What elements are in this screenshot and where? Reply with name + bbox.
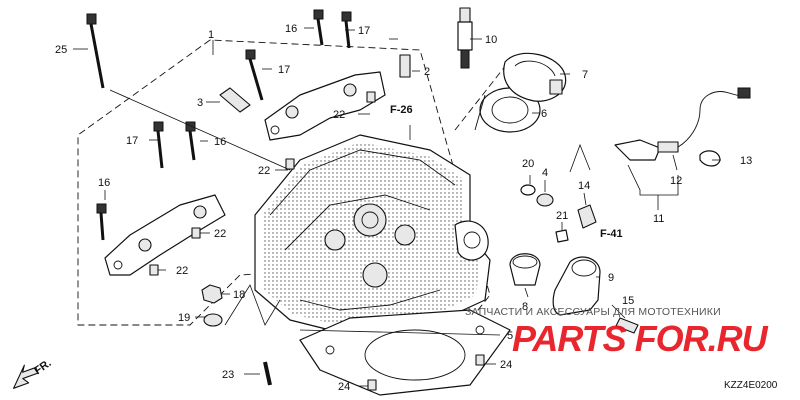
thermostat — [509, 253, 541, 286]
callout-12: 12 — [670, 175, 682, 187]
bolt-25 — [86, 13, 105, 89]
bolt-16-left — [185, 121, 196, 161]
callout-4: 4 — [542, 167, 548, 179]
callout-1: 1 — [208, 29, 214, 41]
callout-22-c: 22 — [214, 228, 226, 240]
washer-20 — [520, 184, 536, 196]
front-arrow: FR. — [13, 357, 54, 389]
ref-f26: F-26 — [390, 104, 413, 116]
callout-3: 3 — [197, 97, 203, 109]
callout-9: 9 — [608, 272, 614, 284]
nut-18 — [201, 284, 223, 304]
temp-sensor — [614, 87, 751, 167]
leader-lines — [73, 27, 721, 387]
callout-17-mid: 17 — [278, 64, 290, 76]
water-joint — [552, 256, 601, 316]
callout-10: 10 — [485, 34, 497, 46]
clamp-band — [503, 52, 567, 102]
callout-8: 8 — [522, 301, 528, 313]
callout-21: 21 — [556, 210, 568, 222]
ref-f41: F-41 — [600, 228, 623, 240]
callout-16-left: 16 — [214, 136, 226, 148]
callout-20: 20 — [522, 158, 534, 170]
callout-6: 6 — [541, 108, 547, 120]
callout-22-d: 22 — [176, 265, 188, 277]
callout-17-left: 17 — [126, 135, 138, 147]
spark-plug — [457, 7, 473, 69]
part-3-lifter — [219, 87, 251, 113]
callout-7: 7 — [582, 69, 588, 81]
camshaft-holder-upper — [264, 71, 386, 141]
bolt-17-left — [153, 121, 164, 169]
bolt-17-top — [341, 11, 352, 49]
callout-22-a: 22 — [333, 109, 345, 121]
callout-15: 15 — [622, 295, 634, 307]
bolt-16-top — [313, 9, 324, 46]
bolt-17-mid — [245, 49, 264, 101]
bolt-15 — [615, 317, 639, 334]
cylinder-head — [254, 134, 491, 336]
outline-segment-2 — [454, 59, 511, 131]
bolt-16-lower — [96, 203, 107, 241]
callout-13: 13 — [740, 155, 752, 167]
diagram-code: KZZ4E0200 — [724, 380, 778, 391]
callout-19: 19 — [178, 312, 190, 324]
watermark-caption: ЗАПЧАСТИ И АКСЕССУАРЫ ДЛЯ МОТОТЕХНИКИ — [465, 306, 721, 318]
callout-17-top: 17 — [358, 25, 370, 37]
callout-16-lower: 16 — [98, 177, 110, 189]
callout-25: 25 — [55, 44, 67, 56]
dowel-pins — [149, 91, 485, 391]
callout-11: 11 — [653, 213, 664, 225]
callout-24-right: 24 — [500, 359, 512, 371]
callout-16-top: 16 — [285, 23, 297, 35]
callouts: 25 1 16 17 10 2 17 7 3 22 6 17 16 13 20 … — [55, 23, 752, 393]
callout-23: 23 — [222, 369, 234, 381]
callout-22-b: 22 — [258, 165, 270, 177]
callout-14: 14 — [578, 180, 590, 192]
washer-19 — [203, 313, 223, 327]
plug-4 — [536, 193, 554, 207]
callout-5: 5 — [507, 330, 513, 342]
stud-23 — [263, 361, 272, 386]
part-14 — [577, 204, 597, 229]
watermark-logo: PARTS FOR.RU — [512, 318, 768, 359]
part-21 — [555, 229, 569, 243]
callout-18: 18 — [233, 289, 245, 301]
callout-2: 2 — [424, 66, 430, 78]
part-2-guide — [399, 54, 411, 78]
camshaft-holder-lower — [104, 194, 226, 276]
callout-24-bottom: 24 — [338, 381, 350, 393]
